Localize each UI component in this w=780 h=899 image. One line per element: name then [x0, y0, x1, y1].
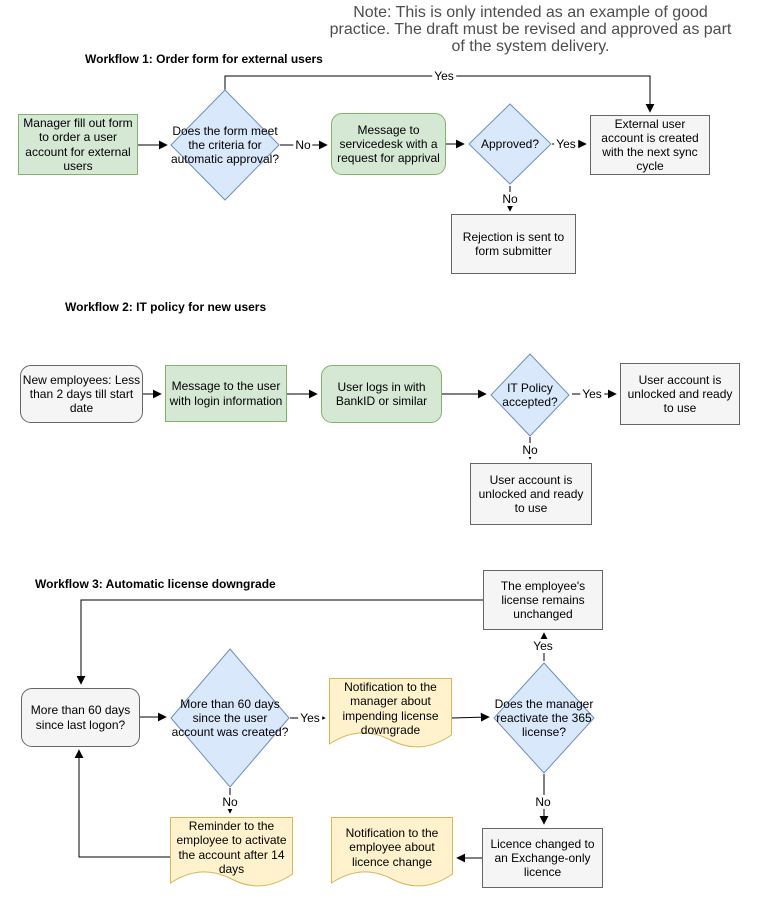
document-shape: [170, 817, 293, 887]
node-label: The employee's license remains unchanged: [500, 578, 586, 622]
node-account-created: External user account is created with th…: [590, 115, 710, 175]
decision-label: IT Policy accepted?: [502, 380, 558, 409]
node-label: Message to servicedesk with a request fo…: [337, 122, 440, 166]
diamond-shape: [490, 353, 570, 437]
node-label: Licence changed to an Exchange-only lice…: [490, 836, 595, 880]
workflow1-title: Workflow 1: Order form for external user…: [85, 52, 323, 66]
edge-label-yes: Yes: [580, 387, 604, 401]
decision-criteria: Does the form meet the criteria for auto…: [170, 89, 280, 201]
decision-label: More than 60 days since the user account…: [171, 696, 289, 740]
edge-label-yes: Yes: [298, 711, 322, 725]
node-new-employees: New employees: Less than 2 days till sta…: [20, 365, 143, 423]
edge-wf3-reminder-loop: [74, 749, 170, 858]
node-label: Rejection is sent to form submitter: [462, 229, 565, 258]
decision-reactivate: Does the manager reactivate the 365 lice…: [493, 662, 595, 774]
note-line-2: practice. The draft must be revised and …: [329, 21, 732, 38]
node-account-ready-no: User account is unlocked and ready to us…: [470, 463, 592, 525]
workflow3-title: Workflow 3: Automatic license downgrade: [35, 577, 276, 591]
note-text: Note: This is only intended as an exampl…: [278, 4, 780, 55]
decision-it-policy: IT Policy accepted?: [490, 353, 570, 437]
document-label: Reminder to the employee to activate the…: [176, 819, 287, 876]
edge-label-no: No: [533, 795, 553, 809]
node-license-unchanged: The employee's license remains unchanged: [483, 570, 603, 630]
decision-label: Does the manager reactivate the 365 lice…: [494, 696, 594, 740]
edge-label-yes: Yes: [432, 69, 456, 83]
node-servicedesk-message: Message to servicedesk with a request fo…: [331, 113, 446, 175]
node-manager-form: Manager fill out form to order a user ac…: [18, 114, 138, 175]
node-label: User logs in with BankID or similar: [335, 379, 428, 408]
note-line-1: Note: This is only intended as an exampl…: [353, 4, 708, 21]
node-login-message: Message to the user with login informati…: [165, 365, 287, 422]
document-label: Notification to the employee about licen…: [345, 826, 439, 869]
diamond-shape: [493, 662, 595, 774]
node-rejection-sent: Rejection is sent to form submitter: [451, 214, 576, 274]
edge-label-no: No: [520, 443, 540, 457]
edge-wf3-unchanged-loop: [76, 599, 483, 685]
node-label: User account is unlocked and ready to us…: [627, 372, 733, 416]
node-label: Message to the user with login informati…: [169, 379, 283, 408]
edge-label-yes: Yes: [554, 137, 578, 151]
decision-label: Approved?: [480, 136, 540, 151]
edge-label-no: No: [500, 192, 520, 206]
document-shape: [329, 678, 452, 748]
edge-wf3-notify-to-reactivate: [451, 712, 490, 722]
decision-label: Does the form meet the criteria for auto…: [170, 123, 280, 167]
document-label: Notification to the manager about impend…: [342, 680, 439, 737]
edge-label-no: No: [293, 138, 313, 152]
node-label: Manager fill out form to order a user ac…: [23, 116, 133, 173]
edge-label-yes: Yes: [531, 639, 555, 653]
node-last-logon: More than 60 days since last logon?: [21, 688, 140, 747]
note-line-3: of the system delivery.: [451, 38, 610, 55]
document-shape: [331, 817, 453, 887]
node-label: User account is unlocked and ready to us…: [478, 472, 584, 516]
decision-approved: Approved?: [468, 103, 552, 185]
node-label: New employees: Less than 2 days till sta…: [22, 372, 141, 416]
node-licence-changed: Licence changed to an Exchange-only lice…: [482, 828, 603, 888]
decision-account-age: More than 60 days since the user account…: [170, 648, 290, 788]
document-manager-notification: Notification to the manager about impend…: [329, 678, 452, 752]
node-label: More than 60 days since last logon?: [30, 703, 131, 732]
diamond-shape: [468, 103, 552, 185]
edge-label-no: No: [220, 795, 240, 809]
document-employee-notification: Notification to the employee about licen…: [331, 817, 453, 891]
document-employee-reminder: Reminder to the employee to activate the…: [170, 817, 293, 891]
node-account-ready-yes: User account is unlocked and ready to us…: [620, 363, 740, 425]
diamond-shape: [170, 648, 290, 788]
node-bankid-login: User logs in with BankID or similar: [321, 365, 442, 423]
diamond-shape: [170, 89, 280, 201]
node-label: External user account is created with th…: [601, 116, 699, 174]
workflow2-title: Workflow 2: IT policy for new users: [65, 300, 267, 314]
